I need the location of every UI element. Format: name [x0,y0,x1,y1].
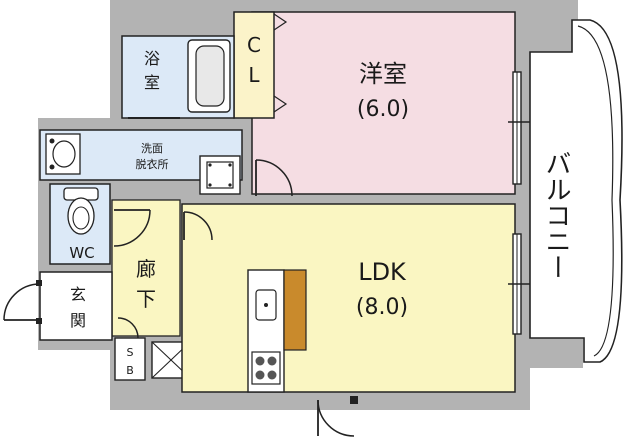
ldk-door [183,211,213,241]
washroom-label-2: 脱衣所 [136,157,169,171]
entrance-label-2: 関 [70,311,86,330]
western-room-door [255,159,293,197]
ldk-name: LDK [358,258,407,286]
window-ldk [508,233,530,335]
shoe-box [114,337,146,381]
entrance-label-1: 玄 [70,285,86,304]
balcony-door-bottom [317,396,358,437]
window-western [508,71,530,185]
closet-label-1: C [247,33,261,57]
entrance-door [3,280,42,324]
washroom-label-1: 洗面 [141,142,163,155]
toilet-icon [63,187,99,235]
ldk-size: (8.0) [356,295,408,320]
closet-doors [273,13,288,113]
western-room-name: 洋室 [359,60,407,88]
shoe-box-label-2: B [126,364,134,377]
western-room-size: (6.0) [357,97,409,122]
shoe-box-door [117,317,139,339]
corridor-label-1: 廊 [136,257,156,281]
closet-label-2: L [248,63,260,87]
wc-label: WC [69,244,94,262]
bath-label-2: 室 [144,73,160,92]
bathtub-icon [187,39,231,113]
western-room [251,11,516,195]
bath-label-1: 浴 [144,49,160,68]
balcony: バルコニー [529,19,623,363]
ldk [181,203,516,393]
corridor-label-2: 下 [136,287,156,311]
sink-icon [45,133,81,175]
stove-icon [251,351,281,385]
balcony-label: バルコニー [541,150,571,280]
corridor [111,199,181,337]
entrance [39,271,113,341]
corridor-door-wc [113,209,151,247]
washing-machine-icon [199,155,241,195]
shoe-box-label-1: S [127,346,134,359]
